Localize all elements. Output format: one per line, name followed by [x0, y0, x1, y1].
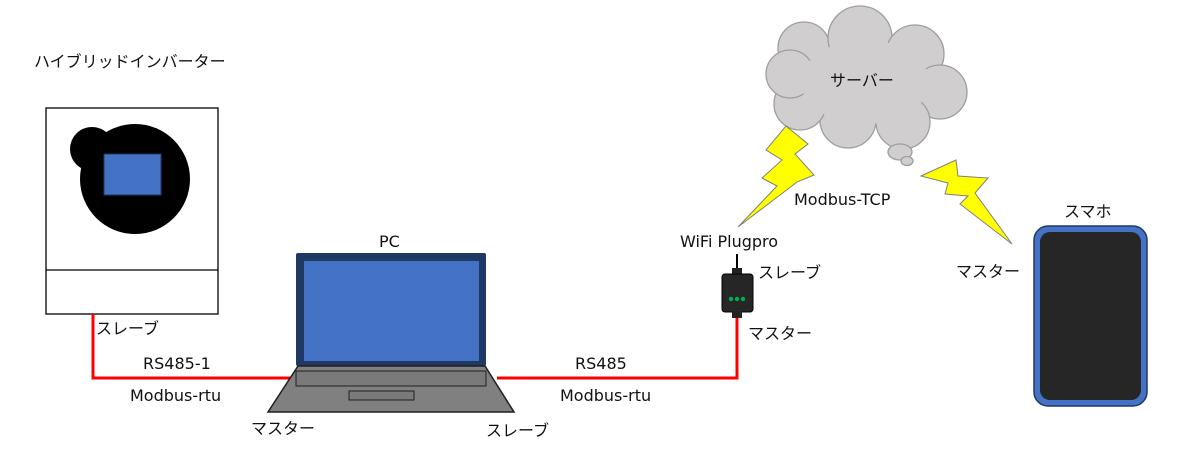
link-right-protocol: RS485 [575, 354, 627, 373]
cloud-protocol: Modbus-TCP [794, 190, 891, 209]
server-cloud [765, 5, 968, 167]
lightning-bolt-right [919, 159, 1013, 245]
inverter-device [45, 107, 219, 315]
wifi-plug-device [721, 254, 754, 318]
phone-title: スマホ [1064, 202, 1112, 221]
pc-role-right: スレーブ [486, 421, 550, 440]
plug-title: WiFi Plugpro [680, 232, 779, 251]
plug-role-bottom: マスター [748, 324, 813, 343]
phone-role: マスター [956, 262, 1021, 281]
pc-title: PC [379, 232, 400, 251]
cloud-label: サーバー [830, 71, 894, 90]
inverter-title: ハイブリッドインバーター [34, 52, 226, 71]
inverter-role-label: スレーブ [96, 319, 160, 338]
rs485-cable-left [91, 314, 300, 380]
pc-role-left: マスター [251, 419, 316, 438]
link-left-mode: Modbus-rtu [130, 386, 222, 405]
laptop-device [266, 253, 516, 413]
link-left-protocol: RS485-1 [143, 354, 211, 373]
plug-role-top: スレーブ [758, 263, 822, 282]
lightning-bolt-left [737, 125, 815, 228]
link-right-mode: Modbus-rtu [560, 386, 652, 405]
rs485-cable-right [497, 318, 739, 380]
smartphone-device [1033, 225, 1148, 407]
